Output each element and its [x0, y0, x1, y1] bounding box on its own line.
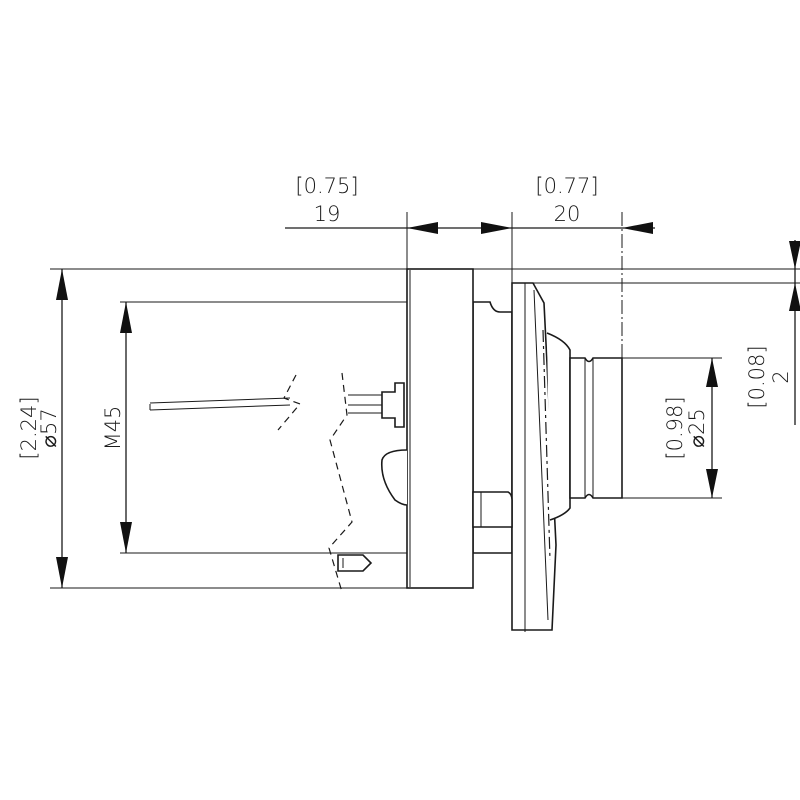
- dimension-lines: [56, 222, 800, 588]
- flange-depth-inch: [0.75]: [295, 174, 358, 198]
- offset-mm: 2: [769, 370, 793, 383]
- outer-diameter-mm: ⌀57: [37, 408, 61, 447]
- offset-inch: [0.08]: [745, 345, 769, 408]
- dimension-labels: [0.75] 19 [0.77] 20 [2.24] ⌀57 M45 [0.98…: [17, 174, 793, 460]
- thread-label: M45: [101, 406, 125, 451]
- outer-diameter-inch: [2.24]: [17, 396, 41, 459]
- front-depth-inch: [0.77]: [535, 174, 598, 198]
- front-depth-mm: 20: [554, 202, 581, 226]
- nozzle-diameter-inch: [0.98]: [663, 396, 687, 459]
- flange-depth-mm: 19: [314, 202, 341, 226]
- device-body: [149, 268, 623, 632]
- nozzle-diameter-mm: ⌀25: [685, 408, 709, 447]
